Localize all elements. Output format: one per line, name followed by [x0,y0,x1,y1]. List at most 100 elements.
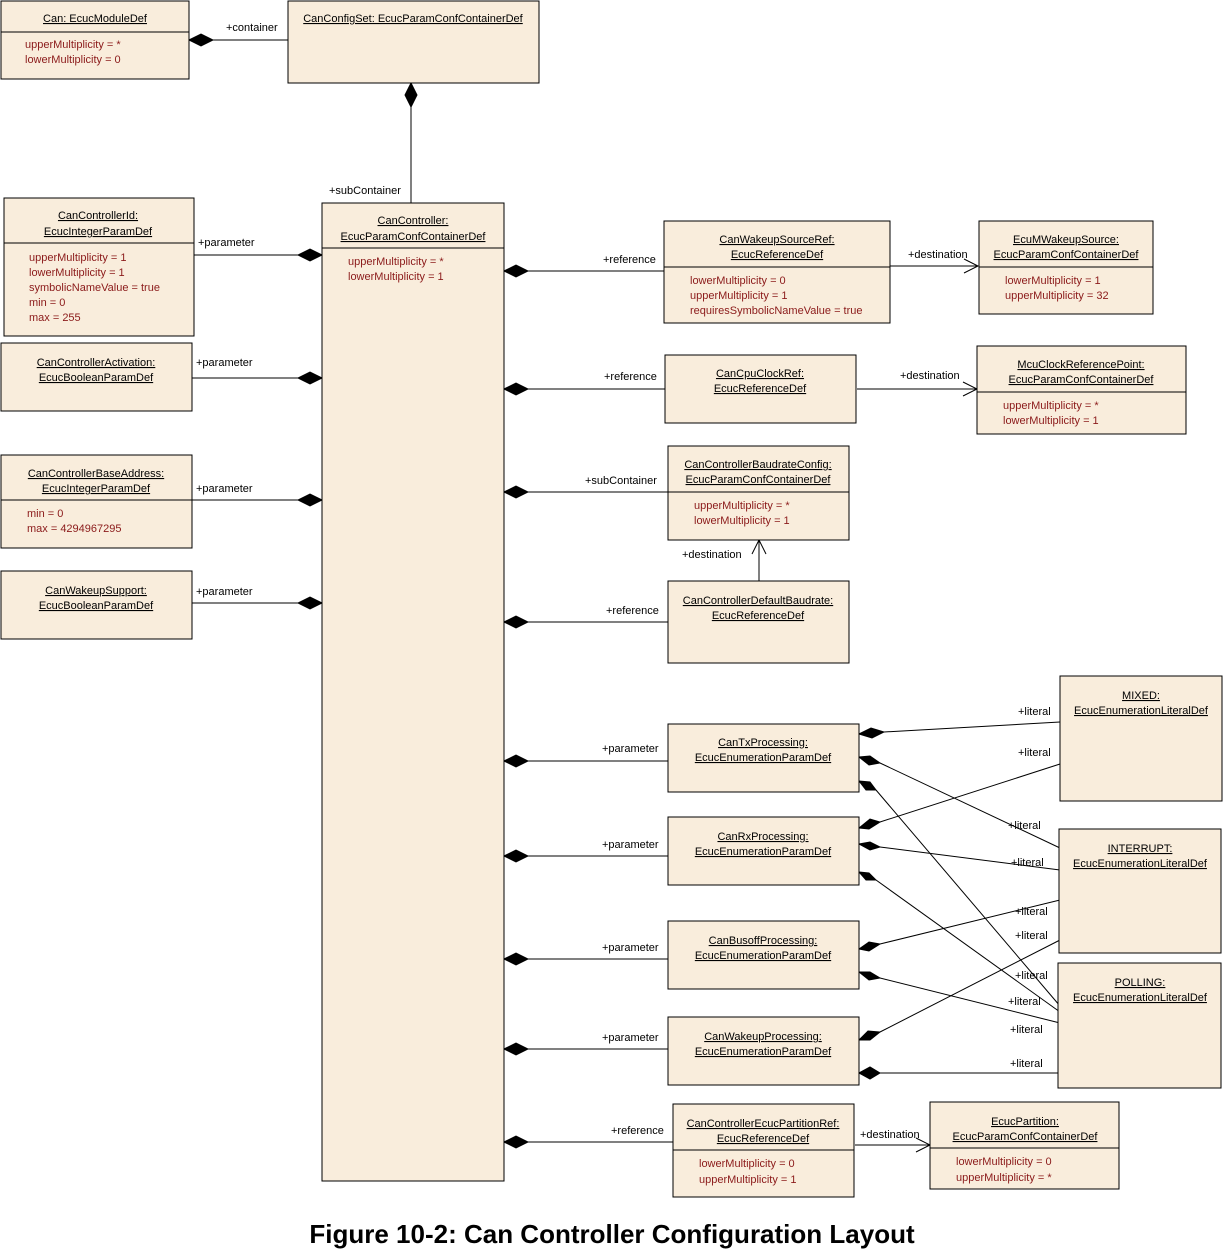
box-cancontrollerbaseaddress-title-1: EcucIntegerParamDef [42,483,151,495]
box-cancontrollerid-attr-2: symbolicNameValue = true [29,282,160,294]
box-cancontrollerecucpartitionref-attr-1: upperMultiplicity = 1 [699,1174,797,1186]
box-cancontrollerbaseaddress-attr-0: min = 0 [27,508,63,520]
box-ecucpartition-title-0: EcucPartition: [991,1116,1059,1128]
box-canwakeupsourceref-attr-1: upperMultiplicity = 1 [690,290,788,302]
box-ecumwakeupsource-attr-0: lowerMultiplicity = 1 [1005,275,1101,287]
box-ecucpartition-attr-0: lowerMultiplicity = 0 [956,1156,1052,1168]
box-mcuclockreferencepoint-title-1: EcucParamConfContainerDef [1009,374,1155,386]
figure-caption: Figure 10-2: Can Controller Configuratio… [309,1219,915,1249]
box-cancontrollerid-attr-3: min = 0 [29,297,65,309]
box-ecumwakeupsource-title-1: EcucParamConfContainerDef [994,249,1140,261]
box-cancontrolleractivation-title-1: EcucBooleanParamDef [39,372,154,384]
box-polling-title-1: EcucEnumerationLiteralDef [1073,992,1208,1004]
box-cancontrollerdefaultbaudrate: CanControllerDefaultBaudrate: EcucRefere… [667,580,850,664]
role-parameter-tx: +parameter [602,743,659,755]
box-cantxprocessing-title-1: EcucEnumerationParamDef [695,752,832,764]
box-cancpuclockref: CanCpuClockRef: EcucReferenceDef [664,354,857,424]
box-polling-title-0: POLLING: [1115,977,1166,989]
box-polling: POLLING: EcucEnumerationLiteralDef [1057,962,1222,1089]
box-can-title: Can: EcucModuleDef [43,13,148,25]
box-cancontrollerbaudrateconfig-title-1: EcucParamConfContainerDef [686,474,832,486]
box-mcuclockreferencepoint: McuClockReferencePoint: EcucParamConfCon… [976,345,1187,435]
box-cancontrollerid: CanControllerId: EcucIntegerParamDef upp… [3,197,195,337]
box-cancontrollerbaseaddress: CanControllerBaseAddress: EcucIntegerPar… [0,454,193,549]
box-canwakeupsourceref: CanWakeupSourceRef: EcucReferenceDef low… [663,220,891,324]
box-cancontrollerecucpartitionref-title-1: EcucReferenceDef [717,1133,810,1145]
role-parameter-busoff: +parameter [602,942,659,954]
box-canwakeupsupport-title-1: EcucBooleanParamDef [39,600,154,612]
role-parameter-baseaddress: +parameter [196,483,253,495]
box-canwakeupsupport-title-0: CanWakeupSupport: [45,585,147,597]
box-canrxprocessing: CanRxProcessing: EcucEnumerationParamDef [667,816,860,886]
role-literal-6: +literal [1015,930,1048,942]
box-interrupt-title-1: EcucEnumerationLiteralDef [1073,858,1208,870]
role-reference-cpuclock: +reference [604,371,657,383]
connectors [192,39,1061,1153]
box-mixed-title-1: EcucEnumerationLiteralDef [1074,705,1209,717]
box-canwakeupsupport: CanWakeupSupport: EcucBooleanParamDef [0,570,193,640]
role-literal-5: +literal [1015,906,1048,918]
box-canconfigset-title: CanConfigSet: EcucParamConfContainerDef [303,13,523,25]
box-canwakeupsourceref-title-1: EcucReferenceDef [731,249,824,261]
box-canwakeupsourceref-attr-2: requiresSymbolicNameValue = true [690,305,863,317]
box-canwakeupprocessing-title-0: CanWakeupProcessing: [704,1031,822,1043]
box-cancontrollerecucpartitionref-title-0: CanControllerEcucPartitionRef: [687,1118,840,1130]
role-parameter-activation: +parameter [196,357,253,369]
role-literal-10: +literal [1010,1058,1043,1070]
composition-diamonds [187,33,886,1149]
box-canconfigset: CanConfigSet: EcucParamConfContainerDef [287,0,540,84]
box-canrxprocessing-title-1: EcucEnumerationParamDef [695,846,832,858]
role-literal-9: +literal [1010,1024,1043,1036]
box-cancontrollerdefaultbaudrate-title-0: CanControllerDefaultBaudrate: [683,595,833,607]
box-cantxprocessing-title-0: CanTxProcessing: [718,737,808,749]
role-parameter-id: +parameter [198,237,255,249]
role-subcontainer-baudrate: +subContainer [585,475,657,487]
box-cancontrollerbaudrateconfig: CanControllerBaudrateConfig: EcucParamCo… [667,445,850,541]
role-subcontainer-configset: +subContainer [329,185,401,197]
box-cancontrollerid-attr-4: max = 255 [29,312,81,324]
box-cancontrollerbaseaddress-title-0: CanControllerBaseAddress: [28,468,164,480]
role-destination-baudrate: +destination [682,549,742,561]
box-mcuclockreferencepoint-attr-0: upperMultiplicity = * [1003,400,1099,412]
role-literal-2: +literal [1018,747,1051,759]
box-cancontroller-title-0: CanController: [378,215,449,227]
role-literal-1: +literal [1018,706,1051,718]
role-parameter-wakeup: +parameter [602,1032,659,1044]
box-can: Can: EcucModuleDef upperMultiplicity = *… [0,0,190,80]
role-literal-8: +literal [1008,996,1041,1008]
box-can-attr-1: lowerMultiplicity = 0 [25,54,121,66]
box-cancontrollerbaudrateconfig-attr-1: lowerMultiplicity = 1 [694,515,790,527]
box-cancontrollerid-attr-0: upperMultiplicity = 1 [29,252,127,264]
box-mcuclockreferencepoint-attr-1: lowerMultiplicity = 1 [1003,415,1099,427]
box-cancontrolleractivation-title-0: CanControllerActivation: [37,357,156,369]
box-cancontrollerdefaultbaudrate-title-1: EcucReferenceDef [712,610,805,622]
role-destination-mcu: +destination [900,370,960,382]
box-cancontroller-title-1: EcucParamConfContainerDef [341,231,487,243]
box-interrupt: INTERRUPT: EcucEnumerationLiteralDef [1058,828,1222,954]
role-destination-partition: +destination [860,1129,920,1141]
box-cancontrollerbaudrateconfig-attr-0: upperMultiplicity = * [694,500,790,512]
role-reference-defaultbaudrate: +reference [606,605,659,617]
box-canbusoffprocessing: CanBusoffProcessing: EcucEnumerationPara… [667,920,860,990]
role-literal-3: +literal [1008,820,1041,832]
role-reference-partition: +reference [611,1125,664,1137]
box-interrupt-title-0: INTERRUPT: [1108,843,1173,855]
box-cancpuclockref-title-1: EcucReferenceDef [714,383,807,395]
box-mixed-title-0: MIXED: [1122,690,1160,702]
box-cancontroller-attr-1: lowerMultiplicity = 1 [348,271,444,283]
box-cancontrollerbaseaddress-attr-1: max = 4294967295 [27,523,122,535]
box-cancontrollerecucpartitionref: CanControllerEcucPartitionRef: EcucRefer… [672,1103,855,1198]
role-parameter-wakeupsupport: +parameter [196,586,253,598]
role-container: +container [226,22,278,34]
box-cancpuclockref-title-0: CanCpuClockRef: [716,368,804,380]
box-ecucpartition-attr-1: upperMultiplicity = * [956,1172,1052,1184]
box-canbusoffprocessing-title-1: EcucEnumerationParamDef [695,950,832,962]
box-ecucpartition: EcucPartition: EcucParamConfContainerDef… [929,1101,1120,1190]
role-labels: +container +subContainer +parameter +par… [196,22,1051,1141]
box-canrxprocessing-title-0: CanRxProcessing: [717,831,808,843]
box-cancontrollerid-attr-1: lowerMultiplicity = 1 [29,267,125,279]
box-cancontrollerecucpartitionref-attr-0: lowerMultiplicity = 0 [699,1158,795,1170]
box-cantxprocessing: CanTxProcessing: EcucEnumerationParamDef [667,723,860,793]
box-cancontrolleractivation: CanControllerActivation: EcucBooleanPara… [0,342,193,412]
